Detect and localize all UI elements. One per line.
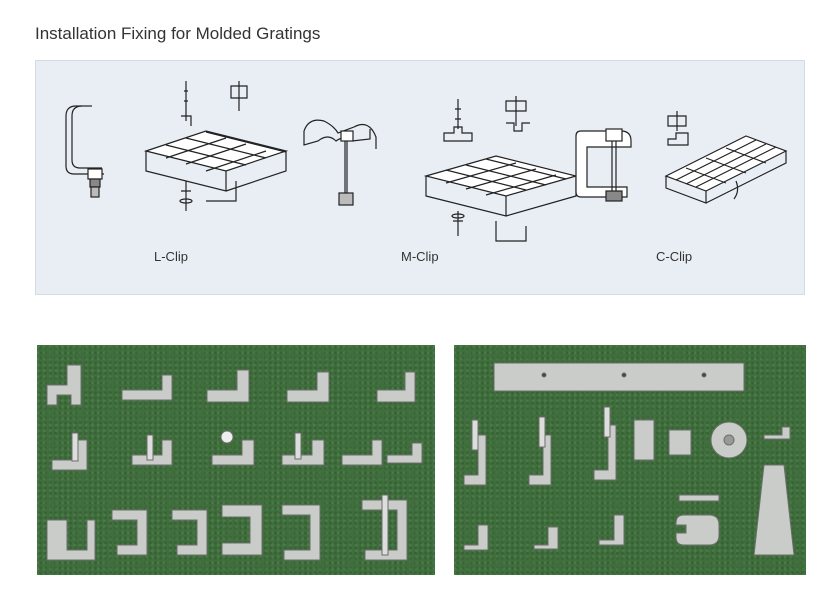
clip-diagram-panel: L-Clip M-Clip C-Clip — [35, 60, 805, 295]
c-clip-label: C-Clip — [656, 249, 693, 264]
clips-photo-right-drawing — [463, 362, 795, 556]
l-clip-illustration — [65, 105, 104, 198]
m-clip-illustration — [303, 119, 377, 206]
clips-photo-left-drawing — [46, 364, 423, 561]
clips-photo-right — [454, 345, 806, 575]
m-clip-grating-illustration — [423, 96, 579, 242]
m-clip-label: M-Clip — [401, 249, 439, 264]
c-clip-illustration — [575, 128, 632, 202]
l-clip-grating-illustration — [143, 81, 289, 211]
l-clip-label: L-Clip — [154, 249, 188, 264]
page-title: Installation Fixing for Molded Gratings — [35, 24, 321, 43]
clip-diagrams — [65, 81, 788, 242]
c-clip-grating-illustration — [664, 111, 788, 204]
clips-photo-left — [37, 345, 435, 575]
